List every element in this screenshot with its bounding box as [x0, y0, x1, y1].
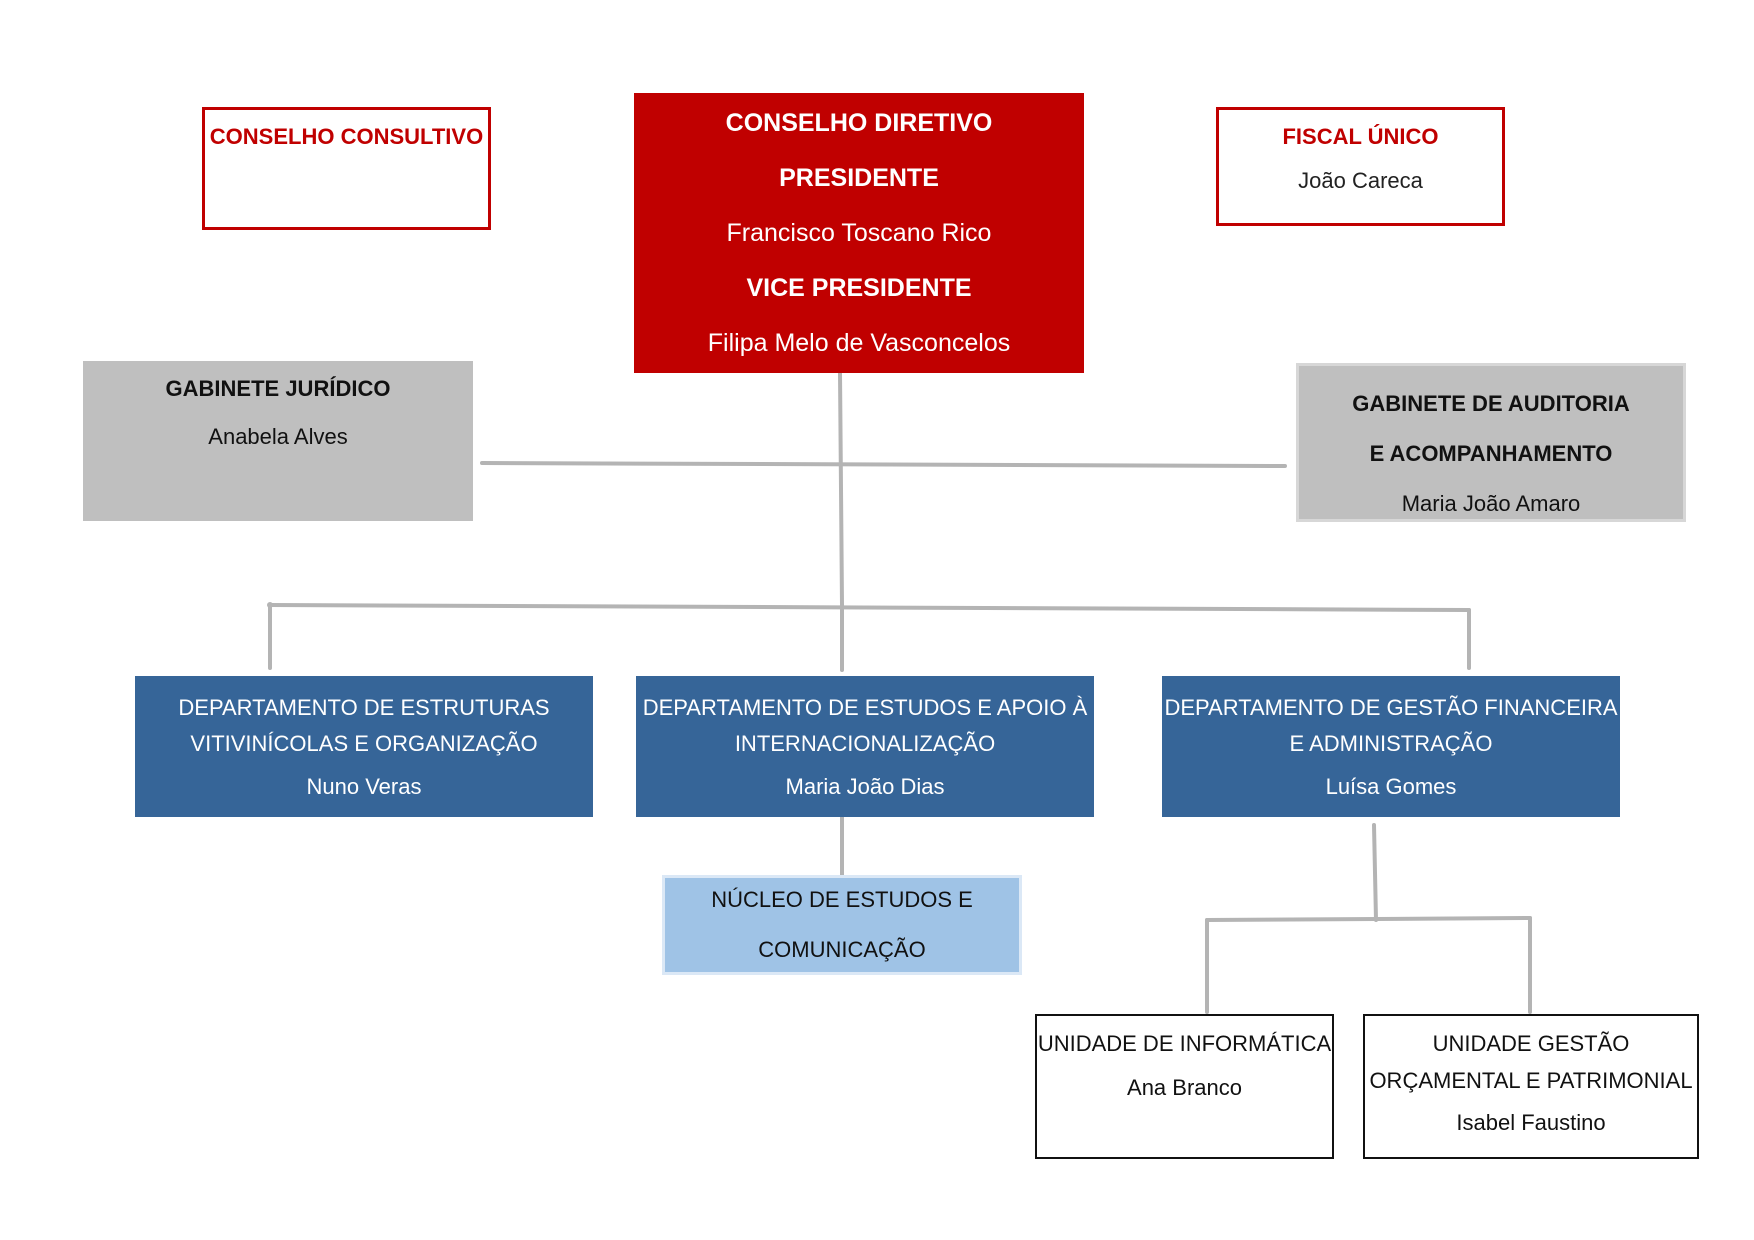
unit-head-name: Ana Branco — [1127, 1075, 1242, 1100]
gabinete-juridico-name: Anabela Alves — [208, 424, 348, 449]
department-head-name: Luísa Gomes — [1325, 774, 1457, 799]
presidente-label: PRESIDENTE — [779, 163, 939, 192]
unit-head-name: Isabel Faustino — [1456, 1110, 1606, 1135]
gabinete-juridico-title: GABINETE JURÍDICO — [165, 376, 391, 401]
connector-departments-bus — [268, 603, 1471, 612]
connector-board-trunk — [838, 371, 844, 607]
unit-title-line1: UNIDADE GESTÃO — [1432, 1031, 1630, 1056]
conselho-diretivo-box: CONSELHO DIRETIVO PRESIDENTE Francisco T… — [634, 93, 1084, 373]
department-title-line2: VITIVINÍCOLAS E ORGANIZAÇÃO — [190, 731, 538, 756]
department-title-line2: E ADMINISTRAÇÃO — [1289, 731, 1493, 756]
unit-title-line1: UNIDADE DE INFORMÁTICA — [1037, 1031, 1332, 1056]
gabinete-auditoria-title-line2: E ACOMPANHAMENTO — [1369, 441, 1613, 466]
conselho-consultivo-box: CONSELHO CONSULTIVO — [202, 107, 491, 230]
connector-gabinetes — [480, 461, 1287, 468]
presidente-name: Francisco Toscano Rico — [726, 218, 992, 247]
departamento-gestao-financeira-box: DEPARTAMENTO DE GESTÃO FINANCEIRA E ADMI… — [1162, 676, 1620, 817]
unidade-informatica-box: UNIDADE DE INFORMÁTICA Ana Branco — [1035, 1014, 1334, 1159]
gabinete-auditoria-box: GABINETE DE AUDITORIA E ACOMPANHAMENTO M… — [1296, 363, 1686, 522]
fiscal-unico-title: FISCAL ÚNICO — [1282, 124, 1439, 149]
unidade-gestao-orcamental-box: UNIDADE GESTÃO ORÇAMENTAL E PATRIMONIAL … — [1363, 1014, 1699, 1159]
nucleo-estudos-box: NÚCLEO DE ESTUDOS E COMUNICAÇÃO — [662, 875, 1022, 975]
departamento-estruturas-box: DEPARTAMENTO DE ESTRUTURAS VITIVINÍCOLAS… — [135, 676, 593, 817]
gabinete-juridico-box: GABINETE JURÍDICO Anabela Alves — [83, 361, 473, 521]
departamento-estudos-box: DEPARTAMENTO DE ESTUDOS E APOIO À INTERN… — [636, 676, 1094, 817]
conselho-consultivo-title: CONSELHO CONSULTIVO — [209, 124, 484, 149]
vice-presidente-label: VICE PRESIDENTE — [746, 273, 972, 302]
unit-title-line2: ORÇAMENTAL E PATRIMONIAL — [1369, 1068, 1693, 1093]
department-title-line1: DEPARTAMENTO DE ESTRUTURAS — [178, 695, 550, 720]
connector-dep3-trunk — [1372, 823, 1378, 922]
vice-presidente-name: Filipa Melo de Vasconcelos — [707, 328, 1011, 357]
department-title-line1: DEPARTAMENTO DE ESTUDOS E APOIO À — [642, 695, 1088, 720]
connector-units-bus — [1205, 916, 1532, 922]
department-title-line2: INTERNACIONALIZAÇÃO — [734, 731, 996, 756]
fiscal-unico-box: FISCAL ÚNICO João Careca — [1216, 107, 1505, 226]
nucleo-title-line2: COMUNICAÇÃO — [758, 937, 926, 962]
department-head-name: Maria João Dias — [785, 774, 945, 799]
gabinete-auditoria-title-line1: GABINETE DE AUDITORIA — [1352, 391, 1630, 416]
department-title-line1: DEPARTAMENTO DE GESTÃO FINANCEIRA — [1164, 695, 1618, 720]
conselho-diretivo-title: CONSELHO DIRETIVO — [725, 108, 993, 137]
nucleo-title-line1: NÚCLEO DE ESTUDOS E — [711, 887, 973, 912]
gabinete-auditoria-name: Maria João Amaro — [1401, 491, 1581, 516]
connector-node — [267, 602, 273, 608]
fiscal-unico-name: João Careca — [1298, 168, 1423, 193]
department-head-name: Nuno Veras — [306, 774, 422, 799]
